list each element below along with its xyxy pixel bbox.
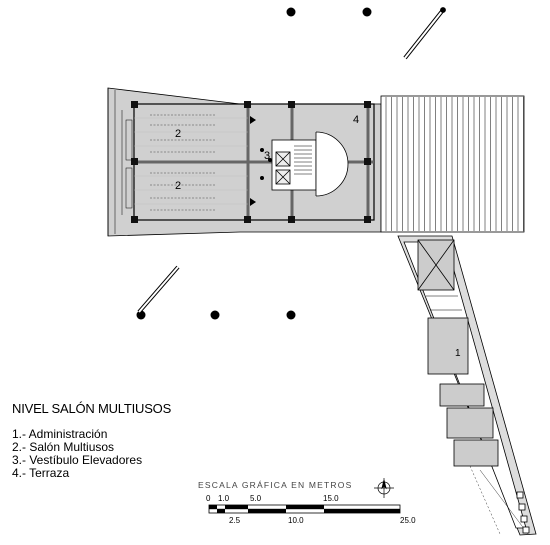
column-dot <box>286 310 296 320</box>
diagonal-strut-top <box>403 7 446 60</box>
column-dot <box>210 310 220 320</box>
legend-title: NIVEL SALÓN MULTIUSOS <box>12 401 172 416</box>
legend-item-administracion: 1.- Administración <box>12 427 108 441</box>
scale-tick: 10.0 <box>288 516 304 525</box>
graphic-scale <box>208 504 401 514</box>
room-label-salon-upper: 2 <box>175 128 181 140</box>
elevator-core <box>259 131 349 197</box>
room-label-administracion: 1 <box>455 348 461 359</box>
diagonal-strut-bottom <box>137 265 180 314</box>
room-label-salon-lower: 2 <box>175 180 181 192</box>
scale-segment <box>217 509 225 513</box>
exterior-columns <box>136 7 372 320</box>
scale-title: ESCALA GRÁFICA EN METROS <box>198 480 352 490</box>
column-dot <box>286 7 296 17</box>
column-dot <box>362 7 372 17</box>
entry-arrows <box>250 116 256 206</box>
seating-rows <box>150 114 215 211</box>
scale-tick: 0 <box>206 494 211 503</box>
scale-segment <box>286 505 324 509</box>
room-label-terraza: 4 <box>353 114 359 126</box>
grid-columns <box>131 101 371 223</box>
scale-tick: 2.5 <box>229 516 241 525</box>
scale-segment <box>225 505 248 509</box>
room-label-vestibulo: 3 <box>264 150 270 162</box>
legend-item-terraza: 4.- Terraza <box>12 466 70 480</box>
column-dot <box>136 310 146 320</box>
legend-item-vestibulo: 3.- Vestíbulo Elevadores <box>12 453 143 467</box>
scale-segment <box>209 505 217 509</box>
scale-top-ticks: 0 1.0 5.0 15.0 <box>206 494 339 503</box>
terrace-stripes <box>385 97 524 231</box>
admin-wing <box>397 235 537 536</box>
scale-tick: 1.0 <box>218 494 230 503</box>
legend-item-salon-multiusos: 2.- Salón Multiusos <box>12 440 115 454</box>
compass-icon <box>374 478 394 498</box>
scale-tick: 5.0 <box>250 494 262 503</box>
scale-tick: 25.0 <box>400 516 416 525</box>
scale-segment <box>324 509 400 513</box>
scale-tick: 15.0 <box>323 494 339 503</box>
scale-segment <box>248 509 286 513</box>
terrace-deck <box>380 95 525 233</box>
scale-bottom-ticks: 2.5 10.0 25.0 <box>229 516 416 525</box>
legend: NIVEL SALÓN MULTIUSOS 1.- Administración… <box>12 401 171 480</box>
